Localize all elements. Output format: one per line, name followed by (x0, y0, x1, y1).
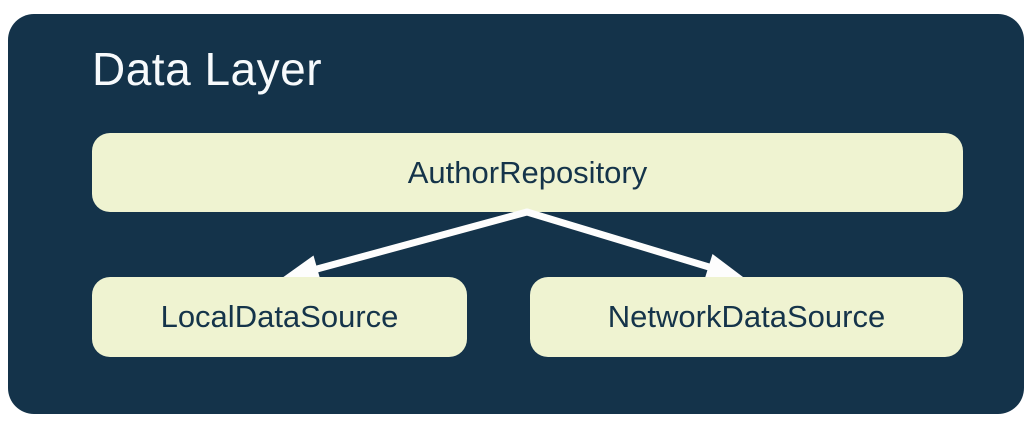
node-local-data-source-label: LocalDataSource (160, 299, 399, 334)
diagram-title: Data Layer (92, 43, 323, 95)
node-local-data-source: LocalDataSource (92, 277, 467, 357)
node-network-data-source-label: NetworkDataSource (607, 299, 886, 334)
node-network-data-source: NetworkDataSource (530, 277, 963, 357)
node-author-repository-label: AuthorRepository (407, 154, 648, 190)
node-author-repository: AuthorRepository (92, 133, 963, 212)
